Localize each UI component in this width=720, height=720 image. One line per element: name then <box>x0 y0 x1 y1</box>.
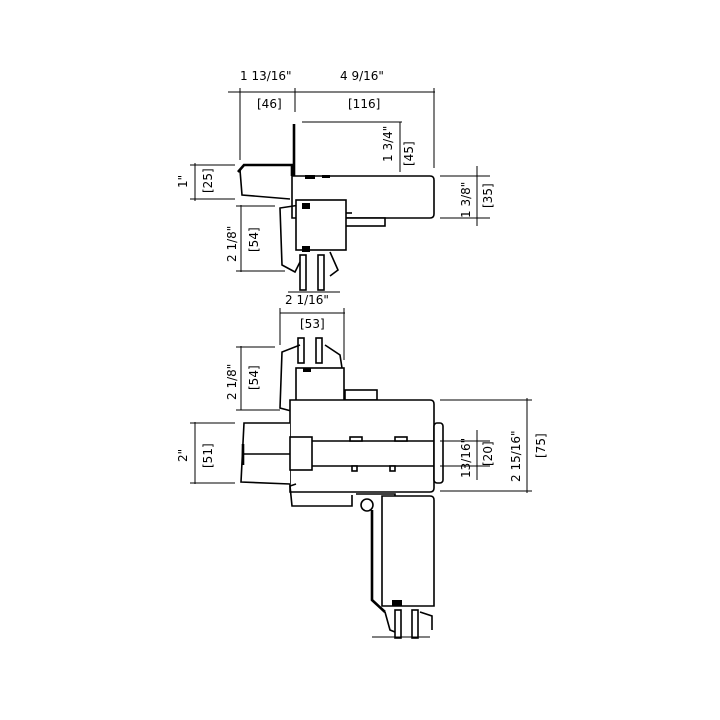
dim-upper-sash-height-mm: [54] <box>247 227 261 252</box>
top-dimensions: 1 13/16" [46] 4 9/16" [116] <box>228 69 435 168</box>
dim-rail-flange-mm: [51] <box>201 443 215 468</box>
dim-lower-sash-height-in: 2 1/8" <box>225 364 239 400</box>
bottom-sash <box>356 493 435 639</box>
dim-rail-flange-in: 2" <box>176 449 190 462</box>
upper-sash <box>279 199 352 293</box>
dim-glass-mm: [53] <box>300 317 325 331</box>
dim-head-flange-in: 1" <box>176 175 190 188</box>
dim-jamb-width-in: 1 13/16" <box>240 69 292 83</box>
dim-frame-depth-in: 4 9/16" <box>340 69 384 83</box>
dim-rail-total-in: 2 15/16" <box>509 430 523 482</box>
dim-frame-depth-mm: [116] <box>348 97 380 111</box>
dim-rail-inner-in: 13/16" <box>459 438 473 478</box>
dim-jamb-width-mm: [46] <box>257 97 282 111</box>
dim-glass-in: 2 1/16" <box>285 293 329 307</box>
dim-head-height-mm: [45] <box>402 141 416 166</box>
dim-lower-sash-height-mm: [54] <box>247 365 261 390</box>
dim-head-block-mm: [35] <box>481 183 495 208</box>
dim-rail-total-mm: [75] <box>534 433 548 458</box>
meeting-rail <box>240 399 444 507</box>
dim-head-block-in: 1 3/8" <box>459 182 473 218</box>
dim-head-flange-mm: [25] <box>201 168 215 193</box>
dim-rail-inner-mm: [20] <box>481 441 495 466</box>
dim-upper-sash-height-in: 2 1/8" <box>225 226 239 262</box>
dim-head-height-in: 1 3/4" <box>381 126 395 162</box>
